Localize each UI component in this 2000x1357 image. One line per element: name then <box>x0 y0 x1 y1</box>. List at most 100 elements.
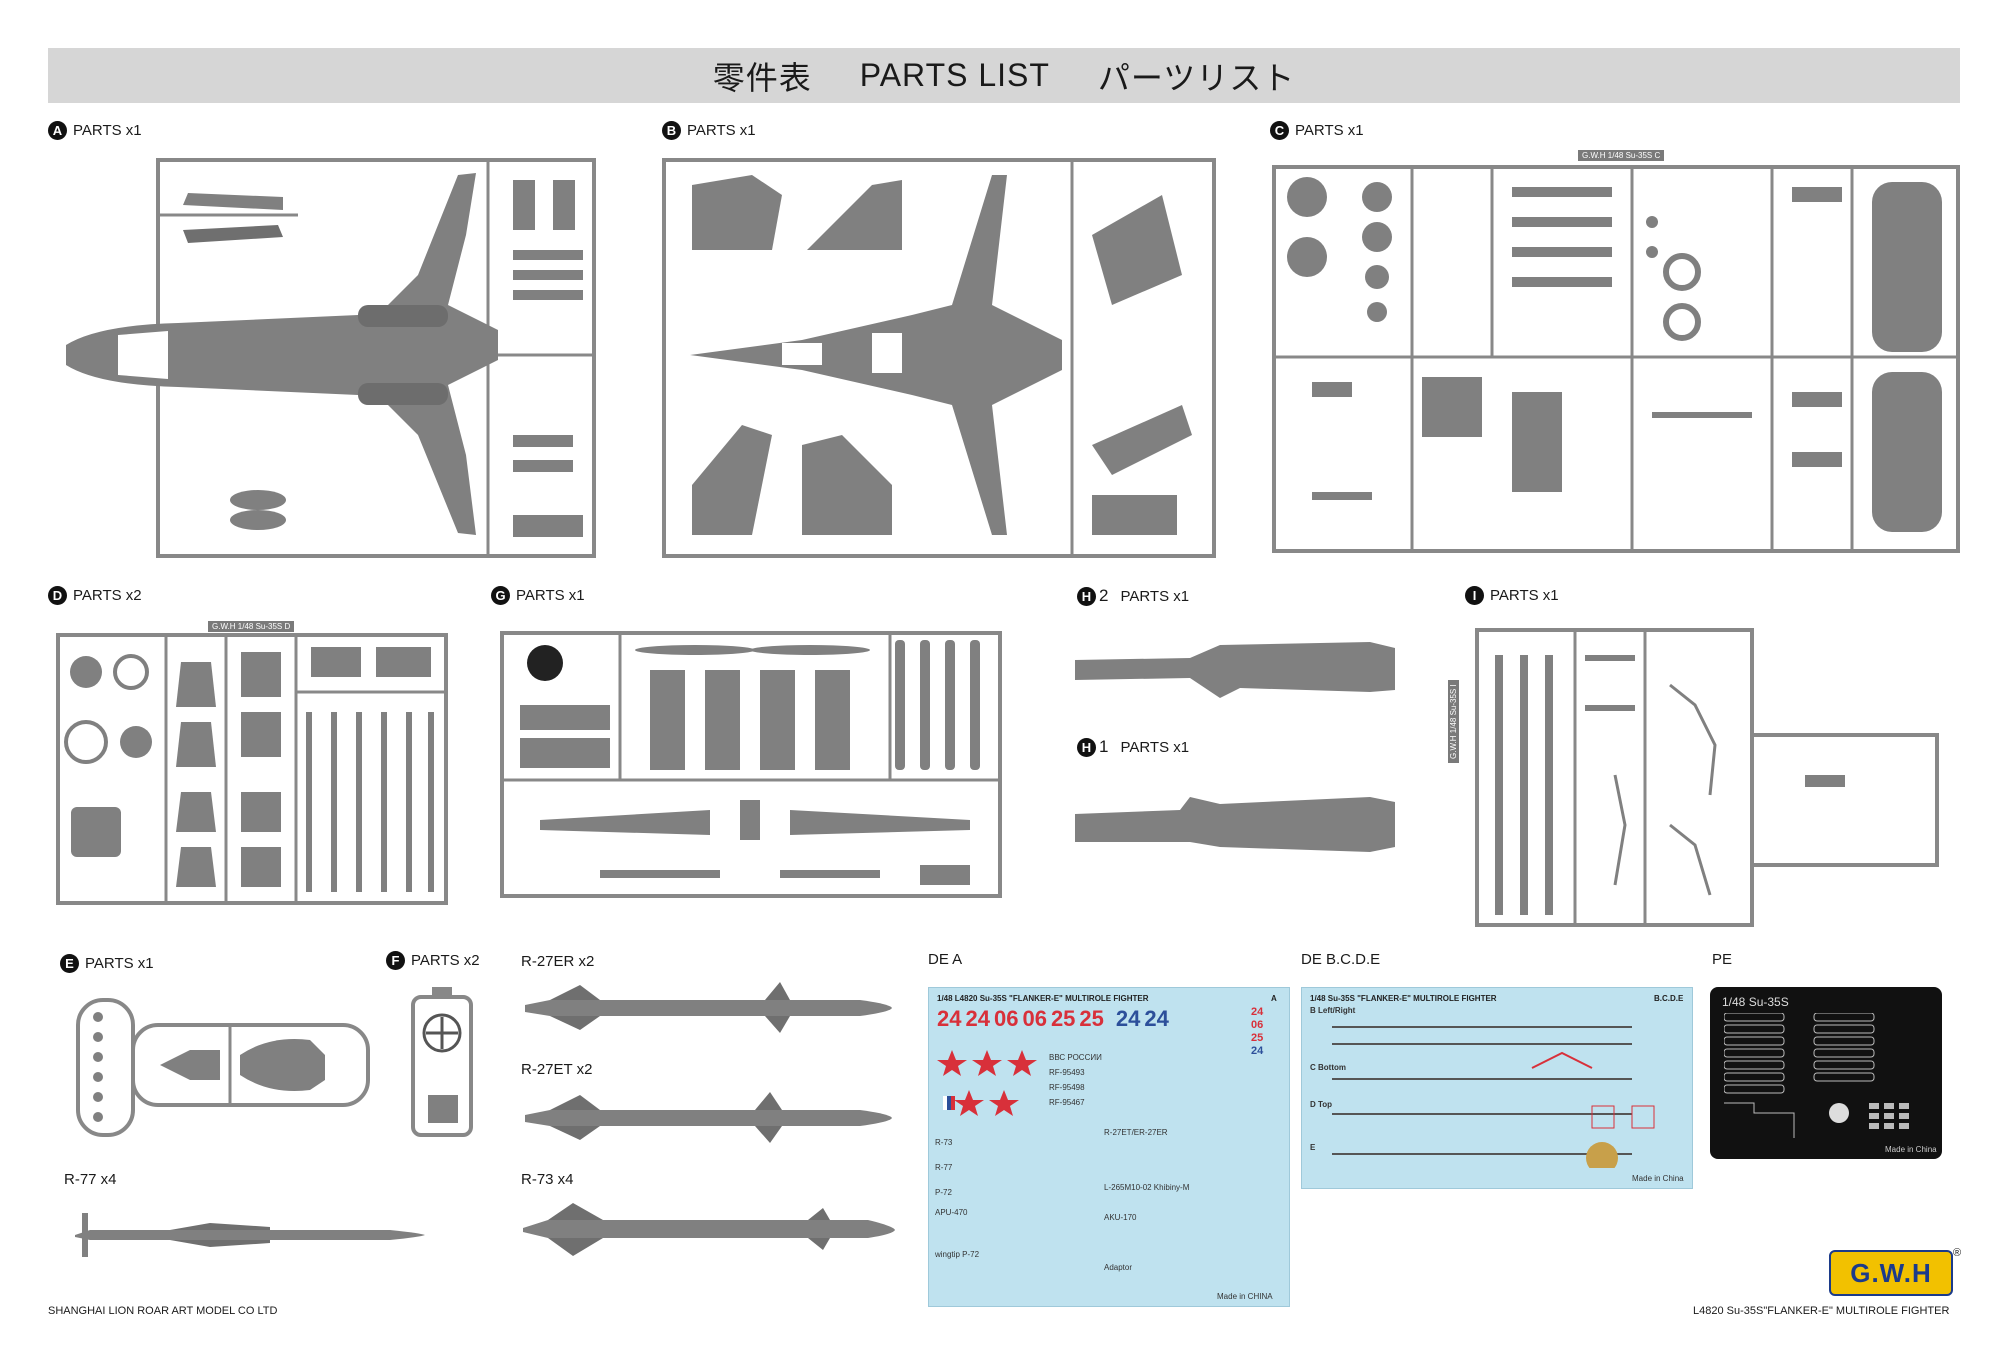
decal-section-label: R-73 <box>935 1138 953 1147</box>
missile-r77[interactable] <box>70 1205 430 1265</box>
sprue-b-frame[interactable] <box>662 155 1217 560</box>
sprue-e-label: E PARTS x1 <box>60 954 154 973</box>
photo-etch-sheet[interactable]: 1/48 Su-35S <box>1710 987 1942 1159</box>
sprue-a-badge: A <box>48 121 67 140</box>
footer-product: L4820 Su-35S"FLANKER-E" MULTIROLE FIGHTE… <box>1693 1305 1950 1317</box>
decal-sheet-bcde[interactable]: 1/48 Su-35S "FLANKER-E" MULTIROLE FIGHTE… <box>1301 987 1693 1189</box>
decal-section-label: C Bottom <box>1310 1063 1346 1072</box>
footer-company: SHANGHAI LION ROAR ART MODEL CO LTD <box>48 1305 278 1317</box>
sprue-g-label: G PARTS x1 <box>491 586 585 605</box>
pe-title: PE <box>1712 951 1733 968</box>
decal-a-text-block: ВВС РОССИИ RF-95493 RF-95498 RF-95467 <box>1049 1053 1102 1107</box>
missile-r27et-label: R-27ET x2 <box>521 1061 593 1078</box>
decal-a-title: DE A <box>928 951 963 968</box>
decal-side-number: 24 <box>1251 1006 1264 1018</box>
decal-section-label: B Left/Right <box>1310 1006 1356 1015</box>
title-japanese: パーツリスト <box>1097 59 1296 96</box>
decal-section-label: AKU-170 <box>1104 1213 1137 1222</box>
decal-number: 24 <box>1115 1006 1141 1031</box>
sprue-e-frame[interactable] <box>70 995 375 1140</box>
sprue-h2-suffix: 2 <box>1099 586 1109 605</box>
decal-a-stars <box>937 1050 1037 1116</box>
sprue-i-count: PARTS x1 <box>1490 587 1559 604</box>
missile-r73-label: R-73 x4 <box>521 1171 574 1188</box>
sprue-i-tag: G.W.H 1/48 Su-35S I <box>1448 680 1459 763</box>
sprue-f-frame[interactable] <box>408 985 478 1140</box>
decal-a-made-in: Made in CHINA <box>1217 1292 1273 1301</box>
registered-mark: ® <box>1953 1247 1962 1259</box>
sprue-b-count: PARTS x1 <box>687 122 756 139</box>
sprue-a-frame[interactable] <box>58 155 598 560</box>
title-english: PARTS LIST <box>859 57 1050 93</box>
decal-section-label: APU-470 <box>935 1208 968 1217</box>
sprue-g-count: PARTS x1 <box>516 587 585 604</box>
sprue-h1-count: PARTS x1 <box>1120 738 1190 756</box>
decal-section-label: D Top <box>1310 1100 1333 1109</box>
sprue-c-count: PARTS x1 <box>1295 122 1364 139</box>
decal-number: 24 <box>937 1006 962 1031</box>
sprue-d-count: PARTS x2 <box>73 587 142 604</box>
decal-a-red-numbers: 24 24 06 06 25 25 24 24 <box>937 1006 1169 1032</box>
sprue-d-frame[interactable] <box>56 632 451 907</box>
sprue-e-badge: E <box>60 954 79 973</box>
sprue-h1-part[interactable] <box>1070 792 1400 857</box>
parts-list-banner: 零件表 PARTS LIST パーツリスト <box>48 48 1960 103</box>
pe-frets <box>1724 1013 1909 1138</box>
sprue-i-frame[interactable] <box>1475 625 1945 930</box>
decal-number: 24 <box>965 1006 990 1031</box>
missile-r77-label: R-77 x4 <box>64 1171 117 1188</box>
sprue-f-count: PARTS x2 <box>411 952 480 969</box>
decal-section-label: R-77 <box>935 1163 953 1172</box>
sprue-c-label: C PARTS x1 <box>1270 121 1364 140</box>
decal-text: RF-95493 <box>1049 1068 1085 1077</box>
sprue-e-count: PARTS x1 <box>85 955 154 972</box>
sprue-f-badge: F <box>386 951 405 970</box>
sprue-h2-part[interactable] <box>1070 640 1400 700</box>
decal-bcde-title: DE B.C.D.E <box>1301 951 1381 968</box>
decal-number: 06 <box>993 1006 1019 1031</box>
decal-number: 06 <box>1022 1006 1047 1031</box>
decal-section-label: E <box>1310 1143 1316 1152</box>
decal-a-corner: A <box>1271 994 1277 1003</box>
sprue-a-label: A PARTS x1 <box>48 121 142 140</box>
sprue-d-tag: G.W.H 1/48 Su-35S D <box>208 621 295 632</box>
decal-text: RF-95467 <box>1049 1098 1085 1107</box>
decal-text: RF-95498 <box>1049 1083 1085 1092</box>
pe-made-in: Made in China <box>1885 1145 1937 1154</box>
sprue-g-badge: G <box>491 586 510 605</box>
pe-header: 1/48 Su-35S <box>1722 995 1789 1009</box>
decal-number: 25 <box>1050 1006 1076 1031</box>
decal-section-label: L-265M10-02 Khibiny-M <box>1104 1183 1190 1192</box>
decal-side-number: 06 <box>1251 1019 1264 1031</box>
sprue-c-badge: C <box>1270 121 1289 140</box>
gwh-logo: G.W.H <box>1829 1250 1953 1296</box>
sprue-g-frame[interactable] <box>500 630 1005 900</box>
sprue-i-badge: I <box>1465 586 1484 605</box>
sprue-b-badge: B <box>662 121 681 140</box>
decal-sheet-a[interactable]: 1/48 L4820 Su-35S "FLANKER-E" MULTIROLE … <box>928 987 1290 1307</box>
decal-bcde-made-in: Made in China <box>1632 1174 1684 1183</box>
decal-bcde-corner: B.C.D.E <box>1654 994 1684 1003</box>
decal-text: ВВС РОССИИ <box>1049 1053 1102 1062</box>
sprue-h1-badge: H <box>1077 737 1096 757</box>
sprue-h1-suffix: 1 <box>1099 737 1109 756</box>
missile-r27et[interactable] <box>520 1090 895 1145</box>
decal-number: 24 <box>1144 1006 1169 1031</box>
sprue-d-label: D PARTS x2 <box>48 586 142 605</box>
decal-side-number: 24 <box>1251 1045 1264 1057</box>
title-chinese: 零件表 <box>712 59 812 96</box>
decal-bcde-header: 1/48 Su-35S "FLANKER-E" MULTIROLE FIGHTE… <box>1310 994 1497 1003</box>
decal-section-label: P-72 <box>935 1188 952 1197</box>
sprue-b-label: B PARTS x1 <box>662 121 756 140</box>
sprue-f-label: F PARTS x2 <box>386 951 480 970</box>
sprue-h2-label: H 2 PARTS x1 <box>1077 586 1189 606</box>
missile-r73[interactable] <box>518 1198 898 1263</box>
sprue-c-tag: G.W.H 1/48 Su-35S C <box>1578 150 1665 161</box>
decal-section-label: Adaptor <box>1104 1263 1133 1272</box>
sprue-c-frame[interactable] <box>1272 162 1962 557</box>
sprue-i-label: I PARTS x1 <box>1465 586 1559 605</box>
decal-number: 25 <box>1079 1006 1104 1031</box>
sprue-h2-badge: H <box>1077 586 1096 606</box>
missile-r27er[interactable] <box>520 980 895 1035</box>
decal-side-number: 25 <box>1251 1032 1264 1044</box>
